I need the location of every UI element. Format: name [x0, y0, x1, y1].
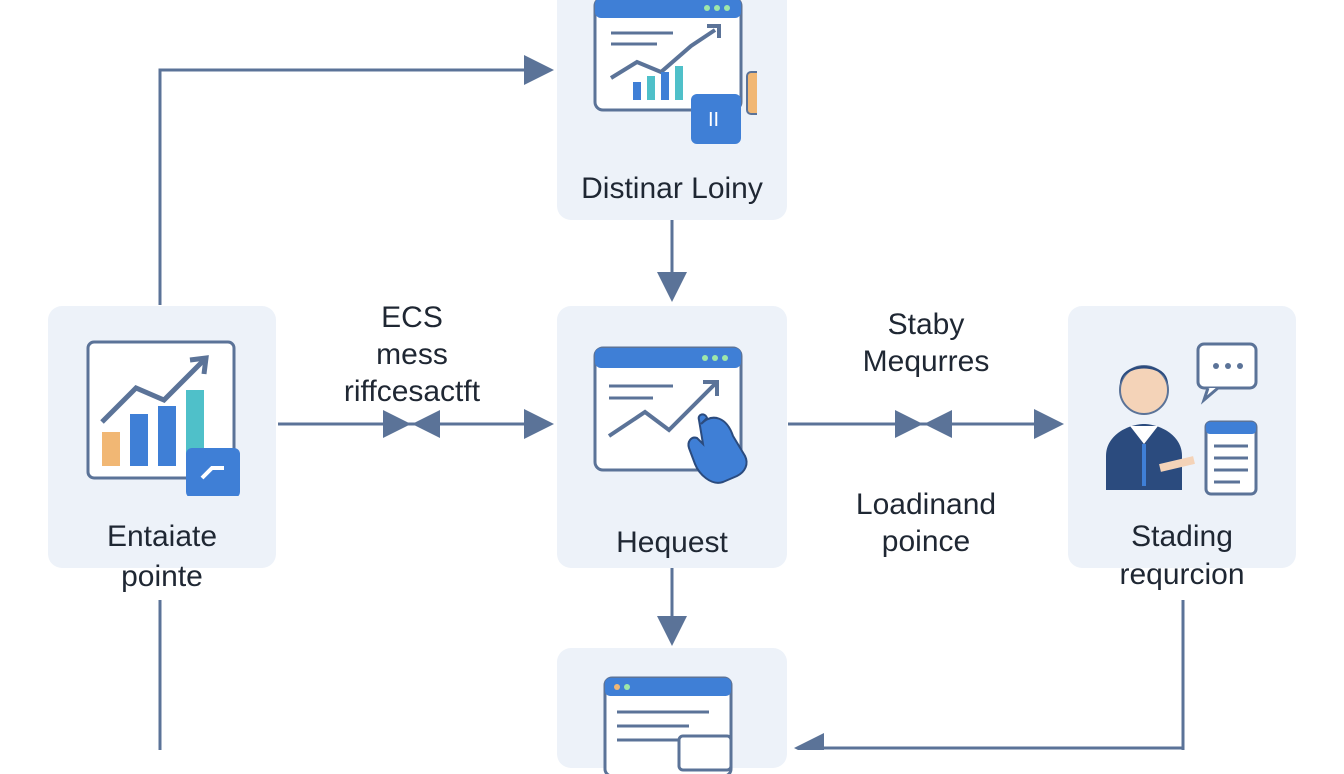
bowtie-marker-left — [383, 410, 440, 438]
edge-left-center-label: ECS mess riffcesactft — [312, 299, 512, 410]
node-right[interactable]: Stading requrcion — [1068, 306, 1296, 591]
connector-left-to-top — [158, 55, 554, 305]
edge-center-right-top-label: Staby Mequrres — [826, 306, 1026, 380]
node-left-label-line2: pointe — [121, 560, 203, 593]
edge-center-right-top-line1: Staby — [887, 308, 965, 341]
edge-center-right-bottom-line1: Loadinand — [855, 488, 997, 521]
node-center-label: Hequest — [616, 526, 728, 559]
support-agent-icon — [1106, 342, 1258, 496]
node-bottom[interactable] — [557, 648, 787, 774]
node-top-label: Distinar Loiny — [581, 172, 763, 205]
edge-center-right-bottom-label: Loadinand poince — [826, 486, 1026, 560]
edge-center-right-bottom-line2: poince — [881, 525, 971, 558]
edge-left-center-line3: riffcesactft — [343, 375, 481, 408]
connector-lines — [158, 55, 1185, 750]
node-right-label-line1: Stading — [1131, 520, 1233, 553]
node-center[interactable]: Hequest — [557, 306, 787, 568]
node-top[interactable]: II Distinar Loiny — [557, 0, 787, 220]
hand-pointing-chart-icon — [593, 346, 748, 484]
edge-left-center-line2: mess — [376, 338, 448, 371]
edge-center-right-top-line2: Mequrres — [862, 345, 990, 378]
svg-text:II: II — [708, 109, 719, 131]
node-right-label-line2: requrcion — [1119, 558, 1245, 591]
analytics-dashboard-icon: II — [593, 0, 757, 144]
bar-chart-growth-icon — [86, 340, 240, 496]
edge-left-center-line1: ECS — [381, 301, 443, 334]
connector-right-to-bottom — [800, 600, 1185, 750]
node-left[interactable]: Entaiate pointe — [48, 306, 276, 593]
document-window-icon — [603, 676, 733, 774]
node-left-label-line1: Entaiate — [106, 520, 218, 553]
bowtie-marker-right — [895, 410, 952, 438]
